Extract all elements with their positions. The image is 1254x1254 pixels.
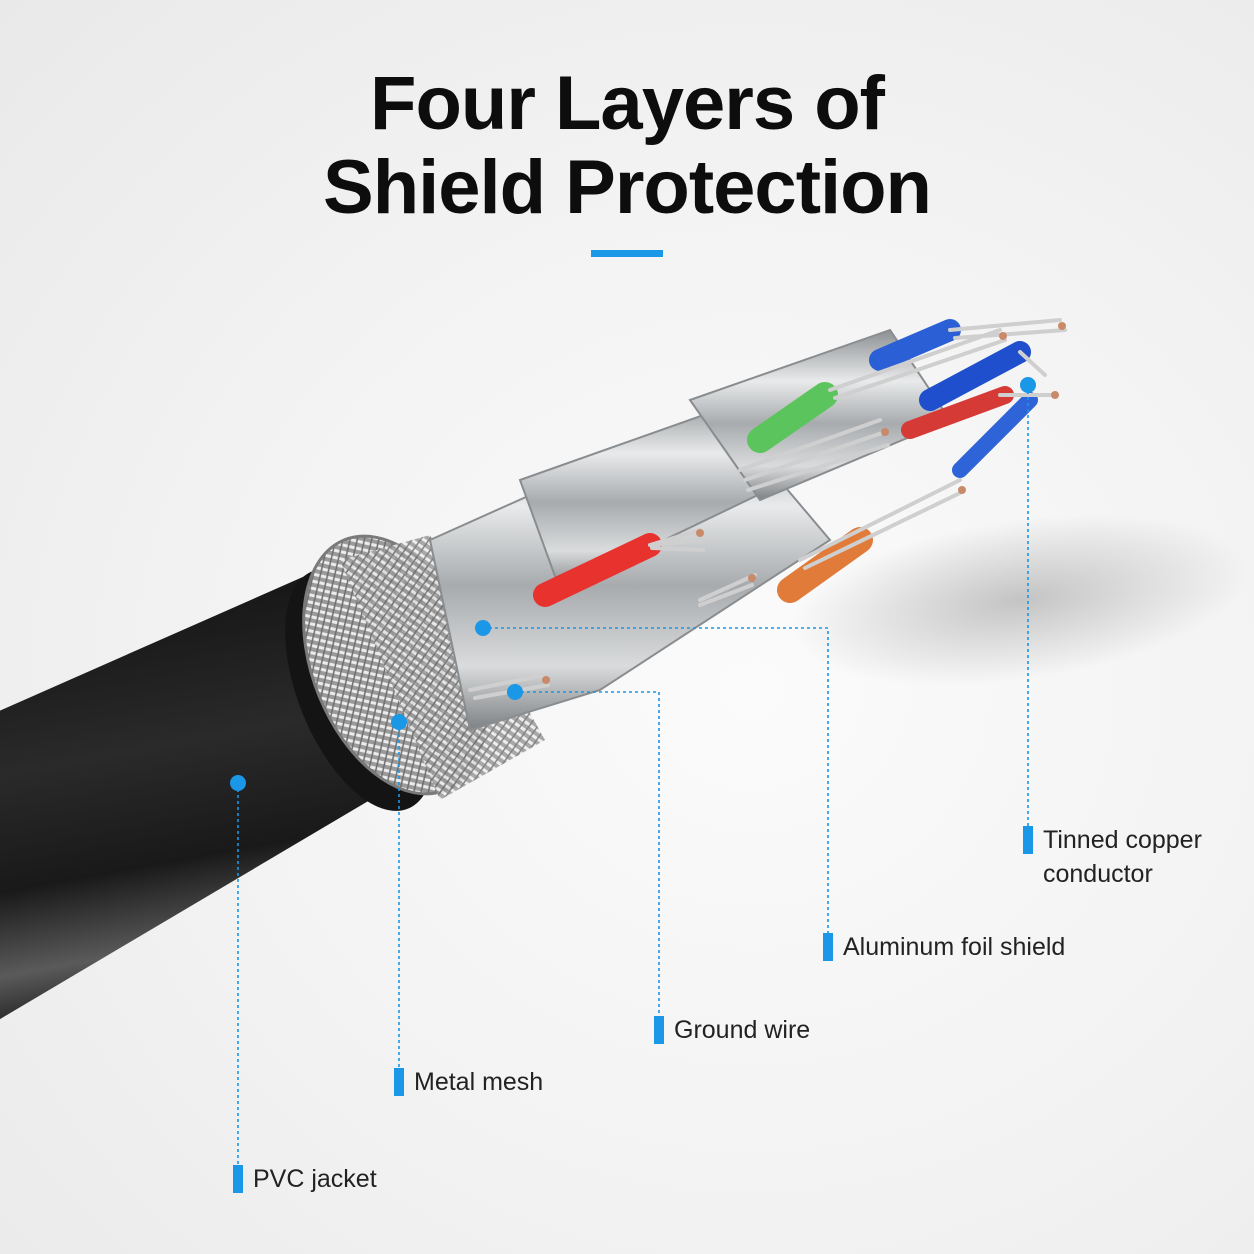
callout-bar <box>823 933 833 961</box>
title-accent-bar <box>591 250 663 257</box>
callout-label: Aluminum foil shield <box>843 933 1066 961</box>
red-wire-2 <box>901 386 1014 439</box>
callout-label: Tinned copper <box>1043 826 1202 854</box>
callout-label: conductor <box>1043 860 1153 888</box>
callout-bar <box>1023 826 1033 854</box>
callout-label: Ground wire <box>674 1016 811 1044</box>
pvc-jacket-shape <box>0 565 370 1020</box>
title-line-1: Four Layers of <box>370 61 885 146</box>
green-wire <box>747 382 838 453</box>
dot-ground <box>507 684 523 700</box>
blue-wire-2 <box>919 341 1031 411</box>
callout-bar <box>233 1165 243 1193</box>
page-title: Four Layers of Shield Protection <box>0 62 1254 230</box>
callout-dots <box>230 377 1036 791</box>
callout-leaders <box>237 385 1029 1170</box>
blue-wire-3 <box>952 392 1038 478</box>
blue-wire-1 <box>869 319 961 371</box>
leader-foil <box>483 627 829 935</box>
dot-foil <box>475 620 491 636</box>
callout-bar <box>654 1016 664 1044</box>
cable-shadow <box>791 514 1249 686</box>
callout-label: Metal mesh <box>414 1068 544 1096</box>
dot-pvc <box>230 775 246 791</box>
callout-label: PVC jacket <box>253 1165 377 1193</box>
title-line-2: Shield Protection <box>323 145 932 230</box>
strand-tips <box>542 322 1066 684</box>
red-wire <box>533 533 662 607</box>
dot-mesh <box>391 714 407 730</box>
leader-ground <box>515 691 660 1018</box>
dot-tinned <box>1020 377 1036 393</box>
callout-bar <box>394 1068 404 1096</box>
